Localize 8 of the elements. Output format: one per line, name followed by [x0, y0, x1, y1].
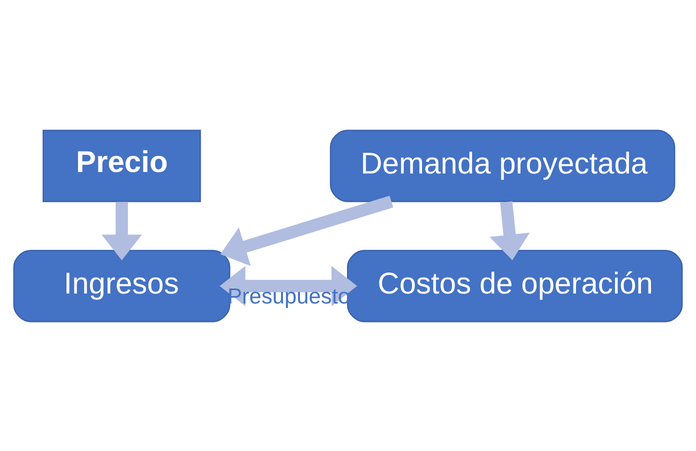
arrow	[490, 200, 530, 260]
node-box: Demanda proyectada	[330, 129, 676, 202]
node-box: Costos de operación	[346, 249, 683, 322]
arrow	[102, 201, 142, 260]
node-box: Precio	[42, 129, 201, 202]
arrow	[220, 265, 358, 306]
arrow	[220, 195, 394, 266]
node-box: Ingresos	[13, 249, 230, 322]
